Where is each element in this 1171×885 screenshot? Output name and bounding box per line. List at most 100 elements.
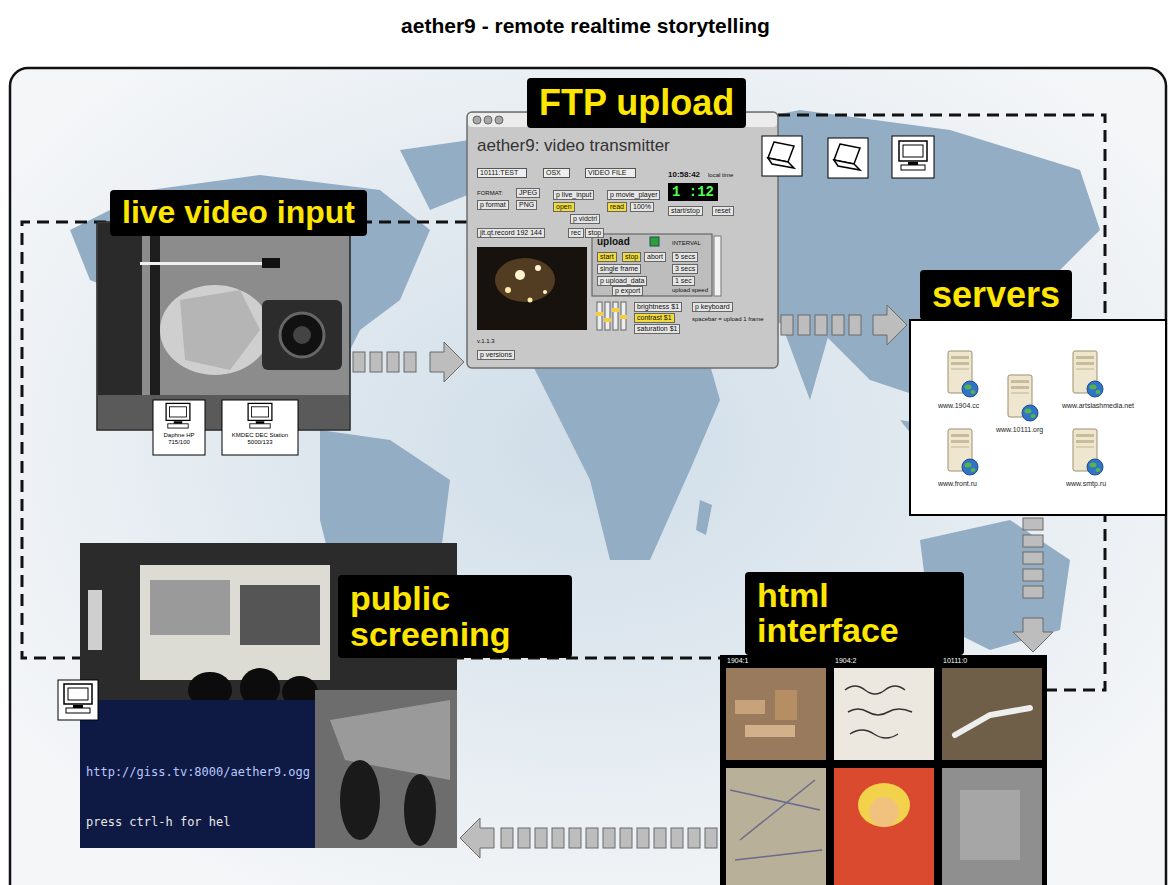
block-arrow xyxy=(781,305,907,345)
transmitter-window xyxy=(714,236,721,296)
screening-photo xyxy=(315,690,457,848)
world-map xyxy=(70,110,1100,700)
screening-photo xyxy=(404,774,436,846)
computer-icon xyxy=(828,138,868,178)
patch-button: p live_input xyxy=(553,190,594,200)
computer-icon xyxy=(892,136,934,178)
dropdown-menu: VIDEO FILE xyxy=(585,168,636,178)
arrow-segment xyxy=(404,352,416,372)
stage-panel: public screening xyxy=(80,543,457,848)
live-video-photo xyxy=(140,262,270,265)
ui-caption: spacebar = upload 1 frame xyxy=(692,316,764,323)
arrow-segment xyxy=(671,828,683,848)
computer-icon xyxy=(153,400,298,455)
live-video-photo xyxy=(262,258,280,268)
transmitter-window xyxy=(621,302,626,330)
html-thumbnails xyxy=(745,725,795,737)
patch-button: 5 secs xyxy=(672,252,698,262)
patch-button: p export xyxy=(612,286,643,296)
transmitter-window xyxy=(477,247,587,330)
arrow-segment xyxy=(815,315,827,335)
patch-button: rec xyxy=(568,228,584,238)
server-panel xyxy=(1008,375,1038,421)
dashed-loop xyxy=(22,115,1105,690)
computer-icon xyxy=(64,684,92,713)
computer-icon xyxy=(166,403,190,428)
window-title: aether9: video transmitter xyxy=(477,136,670,156)
transmitter-window xyxy=(543,290,547,294)
arrow-segment xyxy=(1023,535,1043,547)
patch-button: p format xyxy=(477,200,509,210)
arrow-segment xyxy=(552,828,564,848)
computer-icon xyxy=(248,403,272,428)
arrow-segment xyxy=(569,828,581,848)
frame xyxy=(10,68,1166,885)
patch-button: p movie_player xyxy=(607,190,660,200)
thumbnail-caption: 1904:2 xyxy=(835,657,856,665)
transmitter-window xyxy=(620,315,627,319)
arrow-segment xyxy=(1023,569,1043,581)
patch-button: saturation $1 xyxy=(634,324,680,334)
block-arrow xyxy=(353,342,464,382)
message-box: read xyxy=(607,202,627,212)
arrow-head xyxy=(430,342,464,382)
block-arrow xyxy=(1013,518,1053,652)
transmitter-window xyxy=(612,308,619,312)
stage-label: FTP upload xyxy=(527,78,746,128)
html-thumbnails xyxy=(730,780,822,860)
message-box: contrast $1 xyxy=(634,313,675,323)
html-thumbnails xyxy=(955,708,1030,735)
computer-icon xyxy=(899,141,927,170)
dropdown-menu: 10111:TEST xyxy=(477,168,527,178)
transmitter-window xyxy=(495,116,503,124)
arrow-segment xyxy=(705,828,717,848)
transmitter-window xyxy=(505,287,511,293)
patch-button: JPEG xyxy=(516,188,540,198)
transmitter-window xyxy=(596,312,603,316)
arrow-head xyxy=(1013,618,1053,652)
patch-button: single frame xyxy=(597,264,641,274)
terminal-text: http://giss.tv:8000/aether9.ogg xyxy=(86,766,310,780)
arrow-segment xyxy=(1023,552,1043,564)
computer-icon xyxy=(58,680,98,720)
arrow-segment xyxy=(370,352,382,372)
patch-button: 3 secs xyxy=(672,264,698,274)
diagram-title: aether9 - remote realtime storytelling xyxy=(0,14,1171,38)
patch-button: PNG xyxy=(516,200,537,210)
ui-caption: local time xyxy=(708,172,733,179)
stage-label: servers xyxy=(920,270,1072,320)
arrow-segment xyxy=(1023,586,1043,598)
live-video-photo xyxy=(280,313,324,357)
patch-button: abort xyxy=(644,252,666,262)
message-box: open xyxy=(553,202,575,212)
arrow-segment xyxy=(798,315,810,335)
clock-time: 10:58:42 xyxy=(668,170,700,179)
patch-button: p versions xyxy=(477,350,515,360)
ui-caption: upload speed xyxy=(672,287,708,294)
html-thumbnails xyxy=(960,790,1020,860)
patch-button: start/stop xyxy=(668,206,703,216)
computer-label: KMDEC DEC Station 5000/133 xyxy=(224,432,296,445)
arrow-segment xyxy=(688,828,700,848)
arrow-segment xyxy=(832,315,844,335)
html-thumbnails xyxy=(845,686,912,738)
html-thumbnails xyxy=(834,768,934,885)
screening-photo xyxy=(340,760,380,840)
stage-panel: html interface xyxy=(720,655,1047,885)
stage-label: public screening xyxy=(338,575,572,658)
html-thumbnails xyxy=(858,783,910,827)
message-box: start xyxy=(597,252,617,262)
arrow-segment xyxy=(849,315,861,335)
arrow-segment xyxy=(535,828,547,848)
block-arrow xyxy=(460,818,717,858)
server-panel xyxy=(1073,429,1103,475)
server-name: www.front.ru xyxy=(938,480,977,488)
screening-photo xyxy=(240,585,320,645)
computer-icon xyxy=(768,142,794,168)
html-thumbnails xyxy=(775,690,797,720)
arrow-segment xyxy=(637,828,649,848)
clock-display: 1 :12 xyxy=(668,183,718,201)
transmitter-window xyxy=(467,112,778,368)
terminal-text: press ctrl-h for hel xyxy=(86,816,231,830)
